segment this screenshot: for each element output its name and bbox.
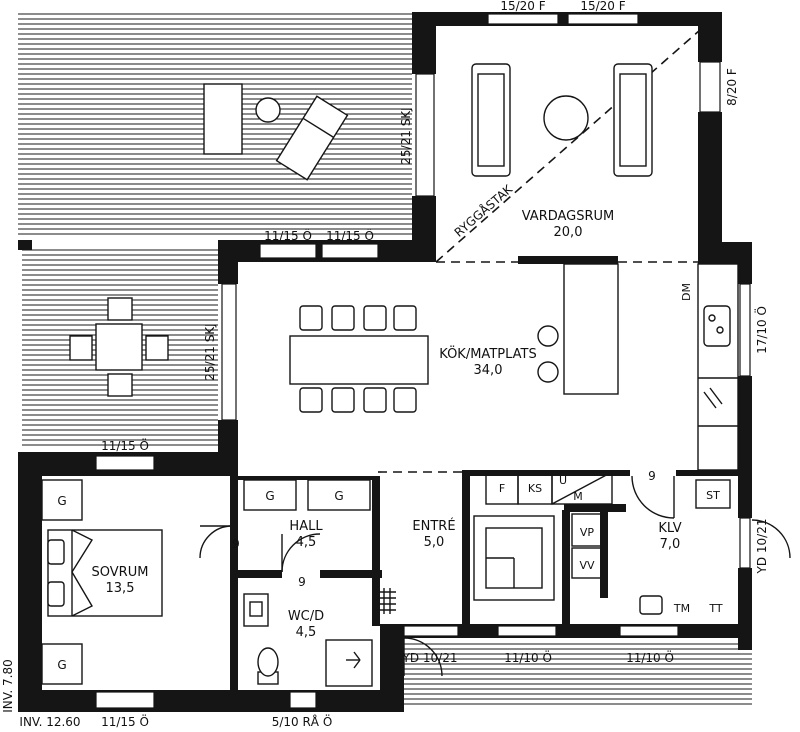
room-name-entre: ENTRÉ (412, 518, 455, 534)
terrace-lounge-furniture (203, 83, 349, 181)
wardrobe-label-4: G (334, 489, 343, 503)
dashed-lines (378, 29, 701, 473)
laundry-fixtures (571, 479, 731, 615)
kitchen-counter (697, 263, 739, 471)
dining-chair (299, 305, 323, 331)
windows (95, 13, 751, 709)
kitchen-island (537, 263, 619, 395)
terrace-dining-set (69, 297, 169, 397)
wardrobe-label-2: G (57, 658, 66, 672)
dining-chair (299, 387, 323, 413)
door-width-hall: 9 (232, 537, 240, 551)
dining-table (289, 305, 429, 413)
window-label-terrace-mid-right: 11/15 Ö (326, 227, 374, 243)
window-label-terrace-lower: 25/21 SKJ (203, 323, 217, 380)
ridge-label: RYGGÅSTAK (451, 181, 516, 240)
room-area-vardagsrum: 20,0 (554, 225, 583, 240)
dryer-label: TT (708, 602, 723, 615)
storage-st-label: ST (706, 489, 720, 502)
window-label-bottom-mid: 11/10 Ö (504, 649, 552, 665)
room-area-sovrum: 13,5 (106, 581, 135, 596)
dining-chair (363, 305, 387, 331)
microwave-label: M (573, 490, 583, 503)
dining-chair (331, 305, 355, 331)
fridge-label: F (499, 482, 505, 495)
entre-wardrobes (485, 471, 613, 505)
wc-fixtures (243, 593, 373, 687)
window-label-top-left: 15/20 F (500, 0, 545, 13)
fridge-freezer-label: KS (528, 482, 542, 495)
dining-chair (363, 387, 387, 413)
door-width-klv: 9 (648, 469, 656, 483)
window-label-bottom-right: 11/10 Ö (626, 649, 674, 665)
dimension-width: INV. 12.60 (19, 715, 80, 729)
wardrobe-boxes (41, 479, 371, 685)
room-name-klv: KLV (658, 521, 681, 536)
room-area-hall: 4,5 (296, 535, 317, 550)
heat-pump-label: VP (580, 526, 595, 539)
dining-chair (331, 387, 355, 413)
window-label-sovrum-top: 11/15 Ö (101, 437, 149, 453)
room-name-vardagsrum: VARDAGSRUM (522, 209, 615, 224)
room-name-wcd: WC/D (288, 609, 324, 624)
window-label-sovrum-bottom: 11/15 Ö (101, 713, 149, 729)
window-label-kok-right: 17/10 Ö (753, 306, 769, 354)
water-heater-label: VV (579, 559, 595, 572)
room-name-hall: HALL (289, 519, 323, 534)
washer-label: TM (673, 602, 690, 615)
room-area-klv: 7,0 (660, 537, 681, 552)
room-name-sovrum: SOVRUM (92, 565, 149, 580)
window-label-right-top: 8/20 F (725, 68, 739, 106)
living-room-furniture (471, 63, 653, 177)
entre-stair-lines (378, 588, 396, 614)
room-area-entre: 5,0 (424, 535, 445, 550)
wardrobe-label-1: G (57, 494, 66, 508)
wardrobe-label-3: G (265, 489, 274, 503)
window-label-terrace-mid-left: 11/15 Ö (264, 227, 312, 243)
window-label-top-right: 15/20 F (580, 0, 625, 13)
dishwasher-label: DM (680, 283, 693, 301)
door-width-wc: 9 (298, 575, 306, 589)
room-area-wcd: 4,5 (296, 625, 317, 640)
oven-u-label: U (559, 474, 567, 487)
window-label-bottom-entre: YD 10/21 (402, 651, 458, 665)
door-swings (199, 475, 791, 677)
dimension-height: INV. 7.80 (1, 659, 15, 713)
window-label-wc-bottom: 5/10 RÅ Ö (272, 713, 333, 729)
bed (47, 529, 163, 617)
room-area-kok: 34,0 (474, 363, 503, 378)
entre-bench (473, 515, 555, 601)
window-label-terrace-upper: 25/21 SKJ (399, 107, 413, 164)
entrance-deck (404, 643, 752, 705)
dining-chair (393, 387, 417, 413)
room-name-kok: KÖK/MATPLATS (439, 345, 536, 362)
window-label-klv-right: YD 10/21 (755, 519, 769, 575)
dining-chair (393, 305, 417, 331)
